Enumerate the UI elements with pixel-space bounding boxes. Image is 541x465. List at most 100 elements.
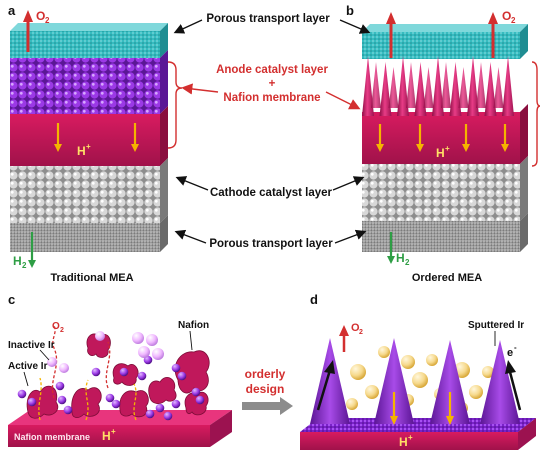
- active-ir-particle: [63, 405, 73, 415]
- sputtered-cone: [374, 338, 414, 424]
- hplus-label-a: H +: [77, 142, 91, 158]
- ptl-top-b: [362, 24, 528, 59]
- hplus-text: H: [77, 144, 86, 158]
- nanocone: [432, 56, 444, 116]
- label-inactive-ir: Inactive Ir: [8, 340, 55, 351]
- active-ir-particle: [17, 389, 27, 399]
- h2-label-a: H 2: [13, 254, 27, 270]
- sputtered-cone: [480, 340, 520, 424]
- nanocone: [484, 62, 497, 116]
- nanocone: [423, 67, 434, 108]
- membrane-b: [362, 104, 528, 164]
- transition: orderly design: [242, 367, 293, 415]
- bubbles-d: [346, 346, 494, 414]
- o2-sub: 2: [511, 16, 516, 25]
- active-ir-particle: [119, 367, 129, 377]
- o2-label-b: O 2: [502, 9, 516, 25]
- active-ir-particle: [171, 399, 181, 409]
- active-ir-particles: [17, 355, 205, 421]
- ptl-bottom-a: [10, 215, 168, 252]
- label-active-ir: Active Ir: [8, 361, 48, 372]
- proton-arrows-b: [376, 124, 509, 152]
- o2-bubble: [426, 354, 438, 366]
- active-ir-particle: [27, 397, 37, 407]
- nanocone: [397, 56, 409, 116]
- o2-paths-c: [51, 325, 111, 399]
- hplus-text: H: [436, 146, 445, 160]
- panel-letter-d: d: [310, 292, 318, 307]
- label-anode-line1: Anode catalyst layer: [216, 64, 328, 76]
- membrane-a: [10, 106, 168, 166]
- nafion-blobs: [26, 333, 210, 419]
- panel-letter-a: a: [8, 3, 16, 18]
- active-ir-particle: [177, 371, 187, 381]
- hplus-sup: +: [408, 433, 413, 442]
- h2-sub: 2: [22, 261, 27, 270]
- active-ir-particle: [191, 387, 201, 397]
- eminus-label-d: e -: [507, 343, 517, 359]
- o2-text: O: [502, 9, 511, 23]
- active-ir-particle: [91, 367, 101, 377]
- proton-arrows-a: [54, 123, 139, 152]
- o2-text: O: [36, 9, 45, 23]
- active-ir-particle: [145, 409, 155, 419]
- transition-line2: design: [246, 382, 285, 396]
- o2-label-c: O 2: [52, 321, 64, 334]
- hplus-sup: +: [86, 142, 91, 151]
- nanocone: [441, 62, 451, 108]
- nanocone: [449, 62, 462, 116]
- o2-sub: 2: [45, 16, 50, 25]
- hplus-text: H: [399, 435, 408, 449]
- active-ir-particle: [105, 393, 115, 403]
- o2-bubble: [482, 366, 494, 378]
- h2-text: H: [13, 254, 22, 268]
- label-membrane-c: Nafion membrane: [14, 432, 90, 442]
- o2-bubble: [469, 385, 483, 399]
- hplus-label-c: H +: [102, 427, 116, 443]
- panel-letter-b: b: [346, 3, 354, 18]
- active-ir-particle: [163, 411, 173, 421]
- h2-text: H: [396, 251, 405, 265]
- active-ir-particle: [143, 355, 153, 365]
- label-ptl-bottom: Porous transport layer: [209, 238, 333, 250]
- active-ir-particle: [171, 363, 181, 373]
- o2-sub: 2: [60, 327, 64, 334]
- nanocone: [388, 67, 399, 108]
- nanocone: [379, 62, 392, 116]
- active-pointer: [23, 371, 29, 387]
- h2-sub: 2: [405, 258, 410, 267]
- nanocone: [493, 67, 504, 108]
- right-bracket-b: [531, 61, 541, 167]
- active-ir-particle: [55, 381, 65, 391]
- o2-bubble: [378, 346, 390, 358]
- o2-text: O: [351, 322, 360, 334]
- label-nafion: Nafion: [178, 320, 209, 331]
- active-ir-particle: [57, 395, 67, 405]
- o2-label-d: O 2: [351, 322, 363, 336]
- label-cathode: Cathode catalyst layer: [210, 187, 333, 199]
- eminus-text: e: [507, 347, 513, 359]
- nanocone: [414, 62, 427, 116]
- panel-letter-c: c: [8, 292, 15, 307]
- o2-label-a: O 2: [36, 9, 50, 25]
- panel-d: H + O 2 e - Sputtered Ir: [300, 320, 536, 450]
- panel-a: [10, 10, 168, 268]
- o2-arrows-b: [386, 12, 498, 58]
- o2-bubble: [365, 385, 379, 399]
- inactive-pointer: [39, 349, 50, 361]
- o2-sub: 2: [359, 329, 363, 336]
- cathode-catalyst-b: [362, 156, 528, 221]
- hplus-label-d: H +: [399, 433, 413, 449]
- label-ptl-top: Porous transport layer: [206, 13, 330, 25]
- nafion-pointer: [189, 330, 193, 351]
- inactive-ir-particles: [47, 331, 164, 373]
- o2-bubble: [350, 364, 366, 380]
- anode-brackets: [167, 61, 361, 149]
- cathode-catalyst-a: [10, 158, 168, 223]
- nanocone: [458, 67, 469, 108]
- hplus-sup: +: [445, 144, 450, 153]
- hplus-label-b: H +: [436, 144, 450, 160]
- proton-arrows-d: [390, 392, 454, 425]
- center-arrows: [173, 19, 371, 244]
